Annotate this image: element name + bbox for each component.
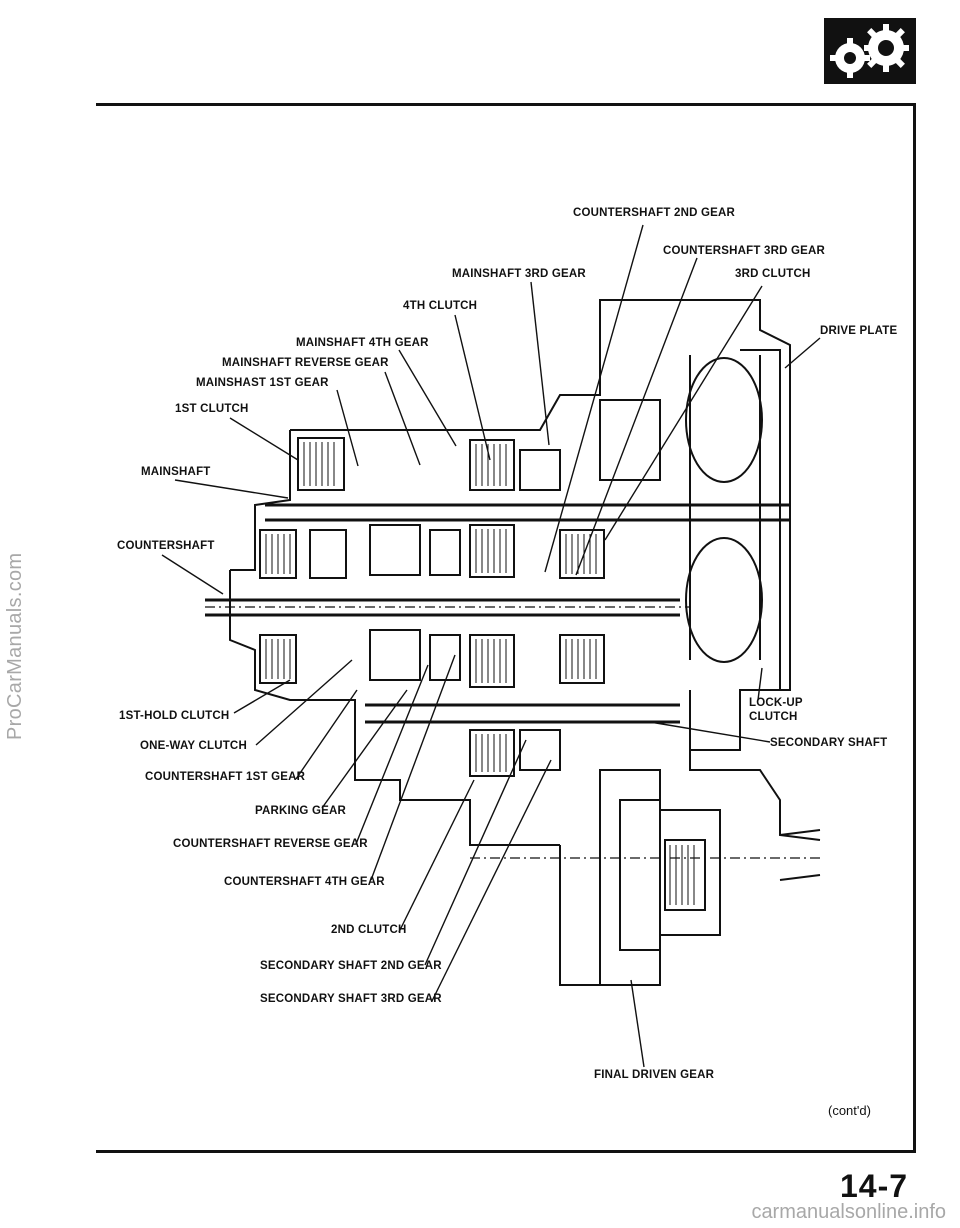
side-watermark: ProCarManuals.com [4, 552, 26, 740]
bottom-watermark: carmanualsonline.info [751, 1201, 946, 1223]
label-lockup-clutch-line2: CLUTCH [749, 711, 798, 723]
page-number: 14-7 [840, 1168, 909, 1204]
label-countershaft-2nd-gear: COUNTERSHAFT 2ND GEAR [573, 207, 736, 219]
label-countershaft-4th-gear: COUNTERSHAFT 4TH GEAR [224, 876, 385, 888]
page-frame-right [913, 103, 916, 1153]
label-countershaft-1st-gear: COUNTERSHAFT 1ST GEAR [145, 771, 306, 783]
label-one-way-clutch: ONE-WAY CLUTCH [140, 740, 247, 752]
label-1st-hold-clutch: 1ST-HOLD CLUTCH [119, 710, 230, 722]
label-mainshast-1st-gear: MAINSHAST 1ST GEAR [196, 377, 329, 389]
label-final-driven-gear: FINAL DRIVEN GEAR [594, 1069, 715, 1081]
label-3rd-clutch: 3RD CLUTCH [735, 268, 811, 280]
label-parking-gear: PARKING GEAR [255, 805, 346, 817]
label-secondary-shaft-2nd-gear: SECONDARY SHAFT 2ND GEAR [260, 960, 442, 972]
label-2nd-clutch: 2ND CLUTCH [331, 924, 407, 936]
label-secondary-shaft: SECONDARY SHAFT [770, 737, 888, 749]
gears-icon [824, 18, 916, 84]
page-frame-top [96, 103, 916, 106]
label-countershaft: COUNTERSHAFT [117, 540, 215, 552]
label-mainshaft-4th-gear: MAINSHAFT 4TH GEAR [296, 337, 429, 349]
label-mainshaft-3rd-gear: MAINSHAFT 3RD GEAR [452, 268, 586, 280]
label-1st-clutch: 1ST CLUTCH [175, 403, 249, 415]
label-countershaft-3rd-gear: COUNTERSHAFT 3RD GEAR [663, 245, 826, 257]
label-4th-clutch: 4TH CLUTCH [403, 300, 478, 312]
page-frame-bottom [96, 1150, 916, 1153]
label-mainshaft: MAINSHAFT [141, 466, 211, 478]
label-secondary-shaft-3rd-gear: SECONDARY SHAFT 3RD GEAR [260, 993, 442, 1005]
continued-note: (cont'd) [828, 1103, 871, 1118]
label-countershaft-reverse-gear: COUNTERSHAFT REVERSE GEAR [173, 838, 368, 850]
label-drive-plate: DRIVE PLATE [820, 325, 898, 337]
label-lockup-clutch-line1: LOCK-UP [749, 697, 803, 709]
label-mainshaft-reverse-gear: MAINSHAFT REVERSE GEAR [222, 357, 389, 369]
